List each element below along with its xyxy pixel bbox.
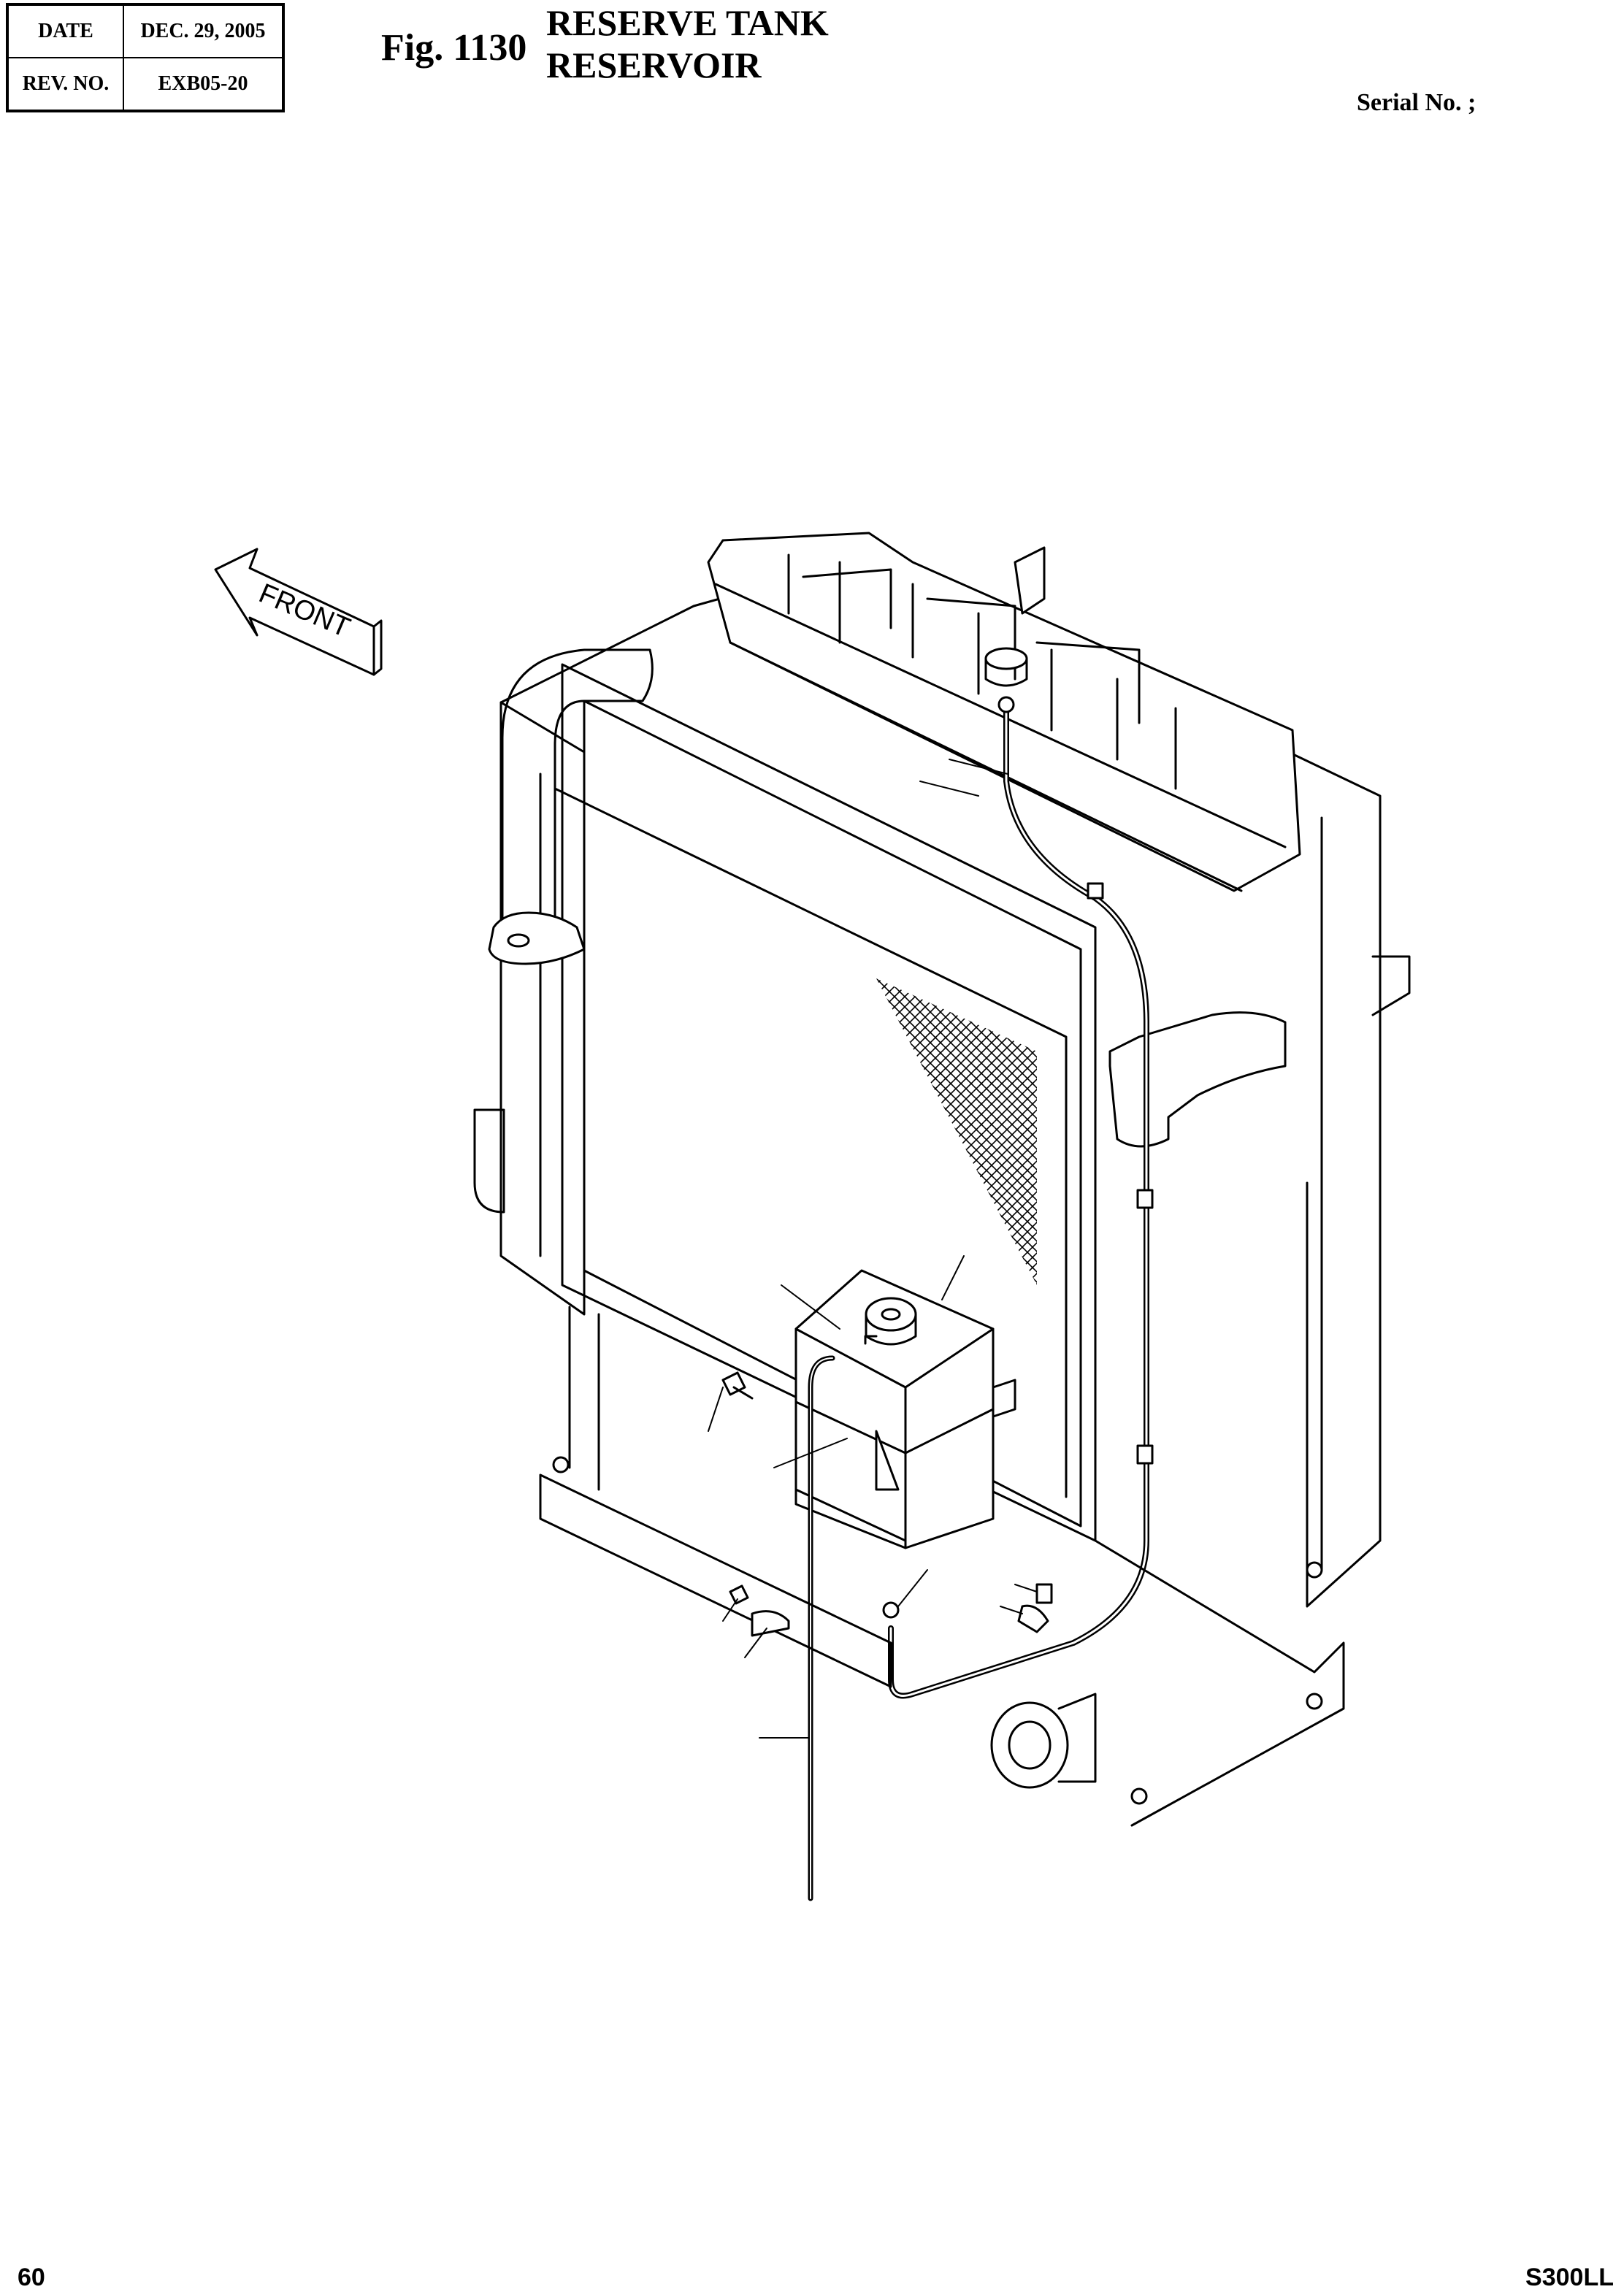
figure-title-line1: RESERVE TANK xyxy=(546,2,829,43)
front-arrow-icon xyxy=(214,548,383,676)
serial-number-label: Serial No. ; xyxy=(1357,89,1476,116)
date-value: DEC. 29, 2005 xyxy=(123,4,284,58)
figure-title-line2: RESERVOIR xyxy=(546,45,762,85)
rev-label: REV. NO. xyxy=(7,57,124,112)
page-number: 60 xyxy=(18,2264,45,2291)
model-code: S300LL xyxy=(1525,2264,1614,2291)
figure-number: Fig. 1130 xyxy=(381,27,527,69)
date-label: DATE xyxy=(7,4,124,58)
revision-info-table: DATE DEC. 29, 2005 REV. NO. EXB05-20 xyxy=(6,3,285,112)
figure-title: RESERVE TANK RESERVOIR xyxy=(546,1,829,86)
rev-value: EXB05-20 xyxy=(123,57,284,112)
